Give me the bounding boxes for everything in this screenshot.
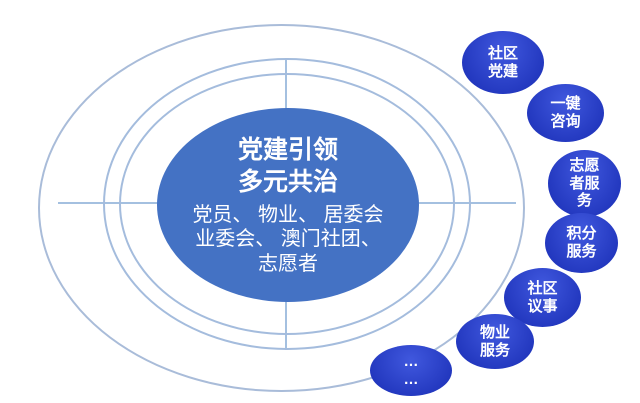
satellite-property-service: 物业 服务 [456,314,534,369]
satellite-one-click-consultation: 一键 咨询 [527,84,604,142]
satellite-label-line: 社区 [527,279,558,297]
center-body-line-1: 党员、 物业、 居委会 [192,203,384,226]
satellite-label-line: 物业 [479,323,510,341]
satellite-label-line: 党建 [487,62,518,80]
satellite-label-line: 者服 [569,174,600,192]
satellite-points-service: 积分 服务 [545,213,618,273]
center-ellipse: 党建引领 多元共治 党员、 物业、 居委会 业委会、 澳门社团、 志愿者 [157,108,419,302]
center-title-line-1: 党建引领 [237,135,338,164]
satellite-community-party-building: 社区 党建 [462,31,544,94]
center-body-line-3: 志愿者 [258,252,318,275]
satellite-label-line: 一键 [550,95,581,113]
satellite-label-line: 志愿 [569,156,600,174]
satellite-label-line: 服务 [566,243,597,260]
ring-outer [103,58,471,350]
satellite-community-deliberation: 社区 议事 [504,268,581,327]
ring-inner [119,73,455,335]
satellite-label-line: 积分 [566,225,597,243]
satellite-label-line: 咨询 [550,113,581,130]
satellite-label-line: 务 [576,192,592,210]
satellite-label-line: 议事 [527,297,558,315]
satellite-volunteer-service: 志愿 者服 务 [548,150,621,217]
satellite-label-line: 社区 [487,44,518,62]
satellite-label-line: … [403,370,419,388]
center-title-line-2: 多元共治 [237,167,338,196]
center-body-line-2: 业委会、 澳门社团、 [195,228,381,251]
satellite-label-line: 服务 [479,341,510,359]
satellite-label-line: … [403,352,419,370]
satellite-more: … … [370,345,452,396]
